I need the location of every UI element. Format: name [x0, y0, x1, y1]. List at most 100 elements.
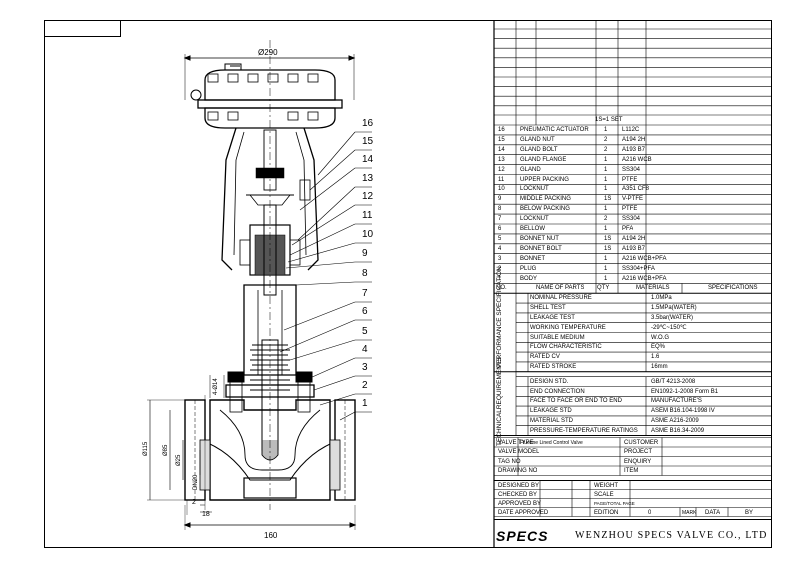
header-name: NAME OF PARTS — [536, 285, 585, 292]
part-material: PTFE — [622, 206, 638, 213]
part-no: 12 — [498, 166, 505, 173]
part-no: 15 — [498, 136, 505, 143]
part-qty: 2 — [604, 136, 608, 143]
balloon-label: 16 — [362, 118, 374, 129]
part-qty: 2 — [604, 146, 608, 153]
part-name: GLAND NUT — [520, 136, 555, 143]
part-name: BONNET BOLT — [520, 245, 562, 252]
approval-right-label: SCALE — [594, 491, 614, 498]
header-materials: MATERIALS — [636, 285, 670, 292]
balloon-label: 9 — [362, 248, 368, 259]
info-label: TAG NO — [498, 458, 521, 465]
perf-key: SHELL TEST — [530, 305, 566, 312]
info-right-label: CUSTOMER — [624, 439, 659, 446]
part-qty: 1S — [604, 196, 612, 203]
info-right-label: PROJECT — [624, 449, 653, 455]
part-no: 1 — [498, 275, 502, 282]
part-material: SS304 — [622, 216, 641, 223]
part-no: 8 — [498, 206, 502, 213]
part-material: A194 2H — [622, 136, 646, 143]
tech-key: LEAKAGE STD — [530, 408, 572, 415]
balloon-label: 3 — [362, 362, 368, 373]
part-material: L112C — [622, 127, 640, 133]
perf-key: SUITABLE MEDIUM — [530, 334, 585, 341]
part-no: 5 — [498, 235, 502, 242]
part-name: MIDDLE PACKING — [520, 196, 571, 203]
perf-value: 1.5MPa(WATER) — [651, 305, 697, 312]
perf-value: 3.5bar(WATER) — [651, 314, 694, 321]
perf-key: LEAKAGE TEST — [530, 314, 575, 321]
part-qty: 1 — [604, 186, 608, 193]
part-material: V-PTFE — [622, 196, 644, 203]
part-name: GLAND — [520, 166, 541, 173]
dim-flange-holes: 4-Ø14 — [213, 378, 219, 395]
perf-key: NOMINAL PRESSURE — [530, 295, 592, 302]
part-name: BODY — [520, 275, 538, 282]
company-name: WENZHOU SPECS VALVE CO., LTD — [575, 530, 768, 541]
date-label: DATA — [705, 509, 721, 516]
perf-key: RATED CV — [530, 354, 560, 361]
part-qty: 1S — [604, 245, 612, 252]
approval-right-label: PAGE/TOTAL PAGE — [594, 500, 635, 506]
edition-value: 0 — [648, 509, 652, 516]
parts-set-label: 1S=1 SET — [595, 117, 623, 123]
balloon-label: 6 — [362, 306, 368, 317]
part-name: UPPER PACKING — [520, 176, 569, 183]
part-no: 14 — [498, 146, 505, 153]
part-material: A216 WCB — [622, 156, 652, 163]
part-qty: 1 — [604, 226, 608, 232]
technical-label: TECHNICALREQUIREMENTS — [496, 356, 503, 446]
perf-key: RATED STROKE — [530, 363, 577, 370]
dim-2: 2 — [192, 499, 196, 506]
info-right-label: ITEM — [624, 468, 639, 474]
header-no: NO. — [496, 285, 507, 292]
part-qty: 2 — [604, 216, 608, 223]
part-name: LOCKNUT — [520, 216, 549, 223]
part-no: 16 — [498, 127, 505, 133]
header-qty: QTY — [597, 285, 610, 292]
info-label: VALVE MODEL — [498, 449, 540, 455]
part-qty: 1 — [604, 127, 608, 133]
dim-dia-25: Ø25 — [176, 454, 182, 466]
tech-value: MANUFACTURE'S — [651, 398, 702, 405]
balloon-label: 7 — [362, 288, 368, 299]
part-material: A193 B7 — [622, 245, 646, 252]
perf-value: 1.6 — [651, 354, 660, 361]
dim-dn: DN20 — [193, 474, 199, 490]
balloon-label: 2 — [362, 380, 368, 391]
tech-value: ASME A216-2009 — [651, 417, 699, 424]
corner-box — [44, 20, 121, 37]
part-material: PTFE — [622, 176, 638, 183]
tech-key: DESIGN STD. — [530, 378, 569, 385]
mark-label: MARK — [682, 509, 697, 516]
balloon-label: 1 — [362, 398, 368, 409]
dim-dia-85: Ø85 — [163, 444, 169, 456]
approval-label: CHECKED BY — [498, 491, 538, 498]
tech-key: PRESSURE-TEMPERATURE RATINGS — [530, 427, 638, 434]
part-no: 10 — [498, 186, 505, 193]
info-right-label: ENQUIRY — [624, 458, 652, 465]
part-no: 7 — [498, 216, 502, 223]
part-material: A194 2H — [622, 235, 646, 242]
balloon-label: 15 — [362, 136, 374, 147]
tech-value: GB/T 4213-2008 — [651, 378, 696, 385]
part-name: PNEUMATIC ACTUATOR — [520, 127, 589, 133]
part-name: PLUG — [520, 265, 537, 272]
performance-label: PERFORMANCE SPECIFICATION — [496, 266, 503, 368]
perf-value: 16mm — [651, 363, 668, 370]
dim-160: 160 — [264, 531, 278, 540]
part-qty: 1 — [604, 206, 608, 213]
balloon-label: 14 — [362, 154, 374, 165]
perf-value: -29℃~150℃ — [651, 324, 687, 331]
valve-type-value: Fluorine Lined Control Valve — [520, 440, 583, 446]
dim-top-dia: Ø290 — [258, 48, 278, 57]
part-no: 13 — [498, 156, 505, 163]
part-material: PFA — [622, 226, 634, 232]
part-material: SS304 — [622, 166, 641, 173]
part-qty: 1S — [604, 235, 612, 242]
by-label: BY — [745, 509, 754, 516]
part-no: 6 — [498, 226, 502, 232]
part-no: 2 — [498, 265, 502, 272]
